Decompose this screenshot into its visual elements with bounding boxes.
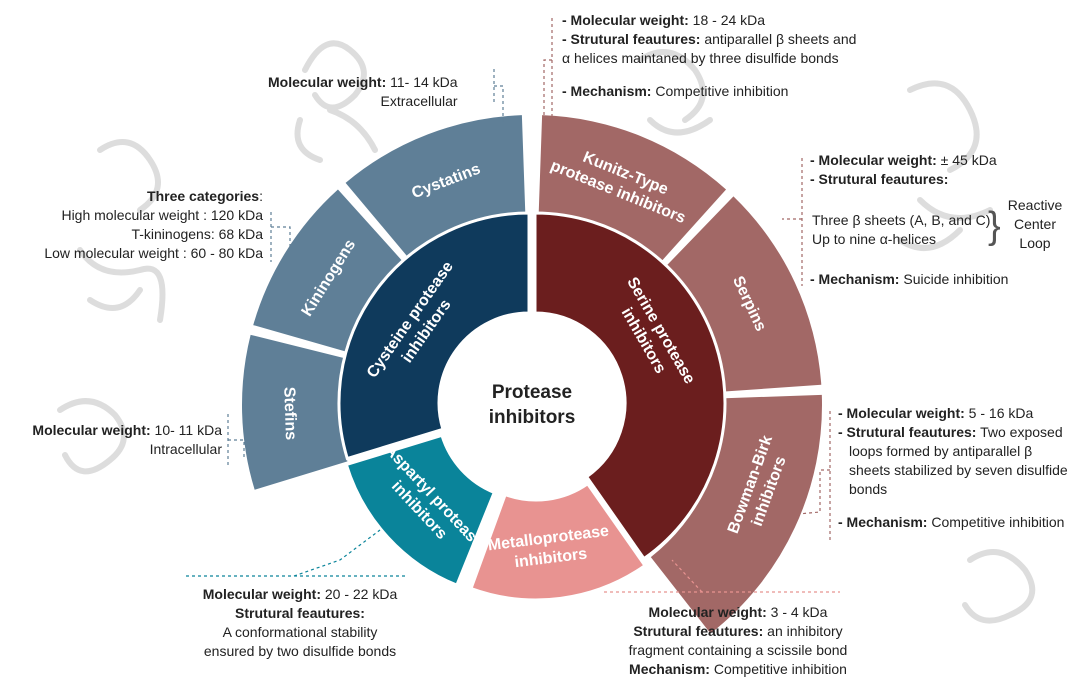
metallo-leader [604, 559, 840, 593]
bowman-sf-row-1: loops formed by antiparallel β [849, 443, 1033, 459]
kunitz-sf-value: antiparallel β sheets and [700, 31, 857, 47]
aspartyl-sf-label: Strutural feautures: [235, 605, 365, 621]
metallo-sf-value: an inhibitory [763, 623, 843, 639]
protein-structure-illustrations [57, 40, 1036, 624]
serpins-rcl: Reactive Center Loop [1003, 196, 1067, 253]
stefins-leader [227, 414, 245, 467]
cystatins-location: Extracellular [380, 93, 458, 109]
serpins-rcl-1: Reactive [1007, 197, 1063, 213]
center-title-line1: Protease [492, 382, 572, 403]
metallo-row: fragment containing a scissile bond [628, 642, 848, 658]
bowman-mw-label: - Molecular weight: [838, 405, 965, 421]
kunitz-mw-value: 18 - 24 kDa [688, 12, 766, 28]
bowman-structure-image [962, 549, 1036, 624]
bowman-note: - Molecular weight: 5 - 16 kDa - Strutur… [838, 404, 1068, 532]
center-title-line2: inhibitors [489, 407, 576, 428]
serpins-mw-value: ± 45 kDa [936, 152, 997, 168]
kininogens-heading: Three categories [147, 188, 260, 204]
serpins-brace: } [988, 205, 1001, 247]
serpins-sf-line2: Up to nine α-helices [812, 231, 937, 247]
stefins-mw-value: 10- 11 kDa [150, 422, 222, 438]
segment-aspartyl [344, 433, 497, 588]
metallo-mech-value: Competitive inhibition [709, 661, 847, 677]
stefins-mw-label: Molecular weight: [32, 422, 151, 438]
kunitz-sf-label: - Strutural feautures: [562, 31, 701, 47]
segment-stefins [242, 334, 348, 490]
bowman-leader [797, 411, 831, 540]
kunitz-note: - Molecular weight: 18 - 24 kDa - Strutu… [562, 11, 856, 101]
segment-kunitz [538, 115, 727, 262]
kininogens-heading-suffix: : [259, 188, 263, 204]
segment-metallo [469, 481, 648, 602]
metallo-note: Molecular weight: 3 - 4 kDa Strutural fe… [598, 603, 878, 679]
label-stefins: Stefins [280, 387, 299, 441]
metallo-sf-label: Strutural feautures: [633, 623, 764, 639]
bowman-mech-label: - Mechanism: [838, 514, 928, 530]
bowman-sf-row-2: sheets stabilized by seven disulfide [849, 462, 1068, 478]
serpins-mw-label: - Molecular weight: [810, 152, 937, 168]
cystatins-note: Molecular weight: 11- 14 kDa Extracellul… [268, 73, 458, 111]
stefins-location: Intracellular [149, 441, 222, 457]
kunitz-sf-value2: α helices maintaned by three disulfide b… [562, 50, 839, 66]
bowman-mw-value: 5 - 16 kDa [964, 405, 1034, 421]
kunitz-structure-image [637, 49, 713, 136]
kininogens-row-1: High molecular weight : 120 kDa [61, 207, 263, 223]
aspartyl-mw-value: 20 - 22 kDa [320, 586, 398, 602]
metallo-mech-label: Mechanism: [629, 661, 710, 677]
kunitz-mech-label: - Mechanism: [562, 83, 652, 99]
segment-cystatins [345, 115, 526, 258]
serpins-sf-label: - Strutural feautures: [810, 171, 949, 187]
bowman-sf-label: - Strutural feautures: [838, 424, 977, 440]
serpins-rcl-2: Center [1013, 216, 1057, 232]
kininogen-structure-image [77, 139, 166, 323]
aspartyl-mw-label: Molecular weight: [202, 586, 321, 602]
cystatins-leader [493, 69, 504, 122]
segment-cysteine [337, 211, 531, 461]
cystatins-mw-label: Molecular weight: [268, 74, 387, 90]
segment-serine [533, 211, 727, 561]
bowman-sf-value: Two exposed [976, 424, 1063, 440]
kininogens-row-3: Low molecular weight : 60 - 80 kDa [44, 245, 263, 261]
label-stefins-line-1: Stefins [280, 387, 299, 441]
aspartyl-note: Molecular weight: 20 - 22 kDa Strutural … [180, 585, 420, 661]
segment-kininogens [253, 189, 403, 352]
metallo-mw-value: 3 - 4 kDa [766, 604, 828, 620]
serpins-mech-value: Suicide inhibition [899, 271, 1009, 287]
segment-serpins [666, 196, 822, 392]
aspartyl-leader [186, 529, 408, 577]
aspartyl-row-2: ensured by two disulfide bonds [203, 643, 397, 659]
serpins-mech: - Mechanism: Suicide inhibition [810, 270, 1008, 289]
cystatin-structure-image [294, 40, 378, 163]
kininogens-leader [270, 212, 291, 262]
kininogens-note: Three categories: High molecular weight … [8, 187, 263, 263]
serpins-structure-lines: Three β sheets (A, B, and C) Up to nine … [812, 211, 990, 249]
serpins-mech-label: - Mechanism: [810, 271, 900, 287]
metallo-mw-label: Molecular weight: [648, 604, 767, 620]
cystatins-mw-value: 11- 14 kDa [386, 74, 458, 90]
kunitz-mw-label: - Molecular weight: [562, 12, 689, 28]
serpin-structure-image [897, 80, 993, 251]
kunitz-leader [543, 18, 553, 120]
serpins-note: - Molecular weight: ± 45 kDa - Strutural… [810, 151, 997, 189]
serpins-sf-line1: Three β sheets (A, B, and C) [812, 212, 991, 228]
stefins-note: Molecular weight: 10- 11 kDa Intracellul… [20, 421, 222, 459]
stefin-structure-image [57, 398, 127, 475]
bowman-mech-value: Competitive inhibition [927, 514, 1065, 530]
aspartyl-row-1: A conformational stability [222, 624, 378, 640]
bowman-sf-row-3: bonds [849, 481, 888, 497]
serpins-rcl-3: Loop [1019, 235, 1051, 251]
center-hub [442, 315, 622, 495]
segment-bowman [650, 394, 823, 634]
kunitz-mech-value: Competitive inhibition [651, 83, 789, 99]
kininogens-row-2: T-kininogens: 68 kDa [131, 226, 263, 242]
